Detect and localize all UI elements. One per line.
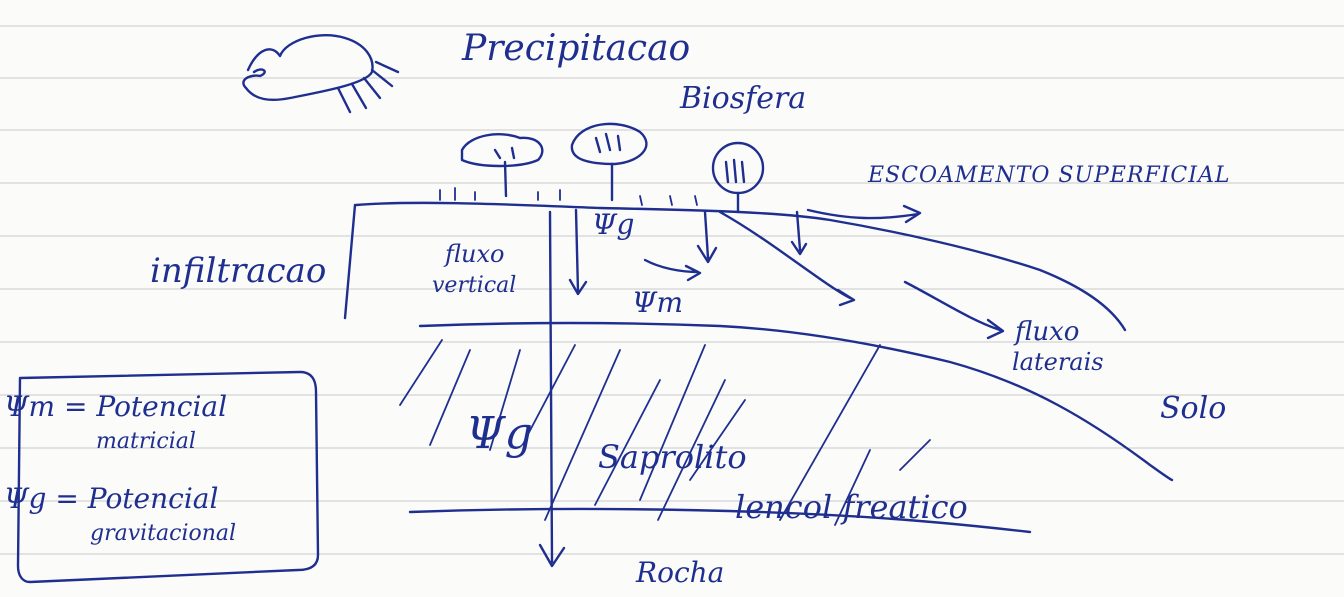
water-table-label: lencol freatico: [735, 488, 968, 526]
saprolite-label: Saprolito: [598, 438, 747, 476]
legend-psi-m-line2: matricial: [96, 429, 196, 454]
lateral-flow-label-2: laterais: [1012, 348, 1104, 376]
rain-strokes-icon: [338, 62, 398, 112]
curved-flow-arrow-1: [720, 212, 854, 305]
infiltration-label: infiltracao: [150, 251, 326, 291]
rock-label: Rocha: [635, 556, 724, 589]
small-down-arrow: [792, 212, 806, 254]
surface-runoff-label: ESCOAMENTO SUPERFICIAL: [867, 163, 1230, 188]
cloud-icon: [243, 35, 372, 100]
soil-label: Solo: [1160, 391, 1226, 426]
legend-psi-g-line2: gravitacional: [90, 521, 236, 546]
vertical-flow-label-1: fluxo: [443, 240, 504, 268]
psi-m-label: Ψm: [632, 286, 683, 319]
legend-psi-g-line1: Ψg = Potencial: [4, 482, 218, 515]
tree-icon-1: [462, 134, 542, 196]
psi-g-upper-label: Ψg: [592, 208, 634, 241]
infiltration-bracket: [345, 205, 355, 318]
psi-g-deep-label: Ψg: [466, 408, 533, 459]
vertical-flow-label-2: vertical: [432, 273, 516, 298]
psi-g-small-arrow: [698, 212, 716, 262]
precipitation-label: Precipitacao: [461, 28, 690, 69]
tree-icon-2: [572, 124, 647, 200]
gravitational-arrow-deep: [540, 212, 564, 566]
tree-icon-3: [713, 143, 763, 212]
rain-drops: [440, 188, 697, 205]
lateral-flow-label-1: fluxo: [1013, 317, 1079, 347]
biosphere-label: Biosfera: [679, 81, 806, 116]
lateral-flow-arrow: [905, 282, 1003, 338]
psi-m-flow-arrow: [645, 260, 700, 280]
legend-psi-m-line1: Ψm = Potencial: [4, 390, 227, 423]
vertical-flow-arrow: [570, 210, 586, 294]
